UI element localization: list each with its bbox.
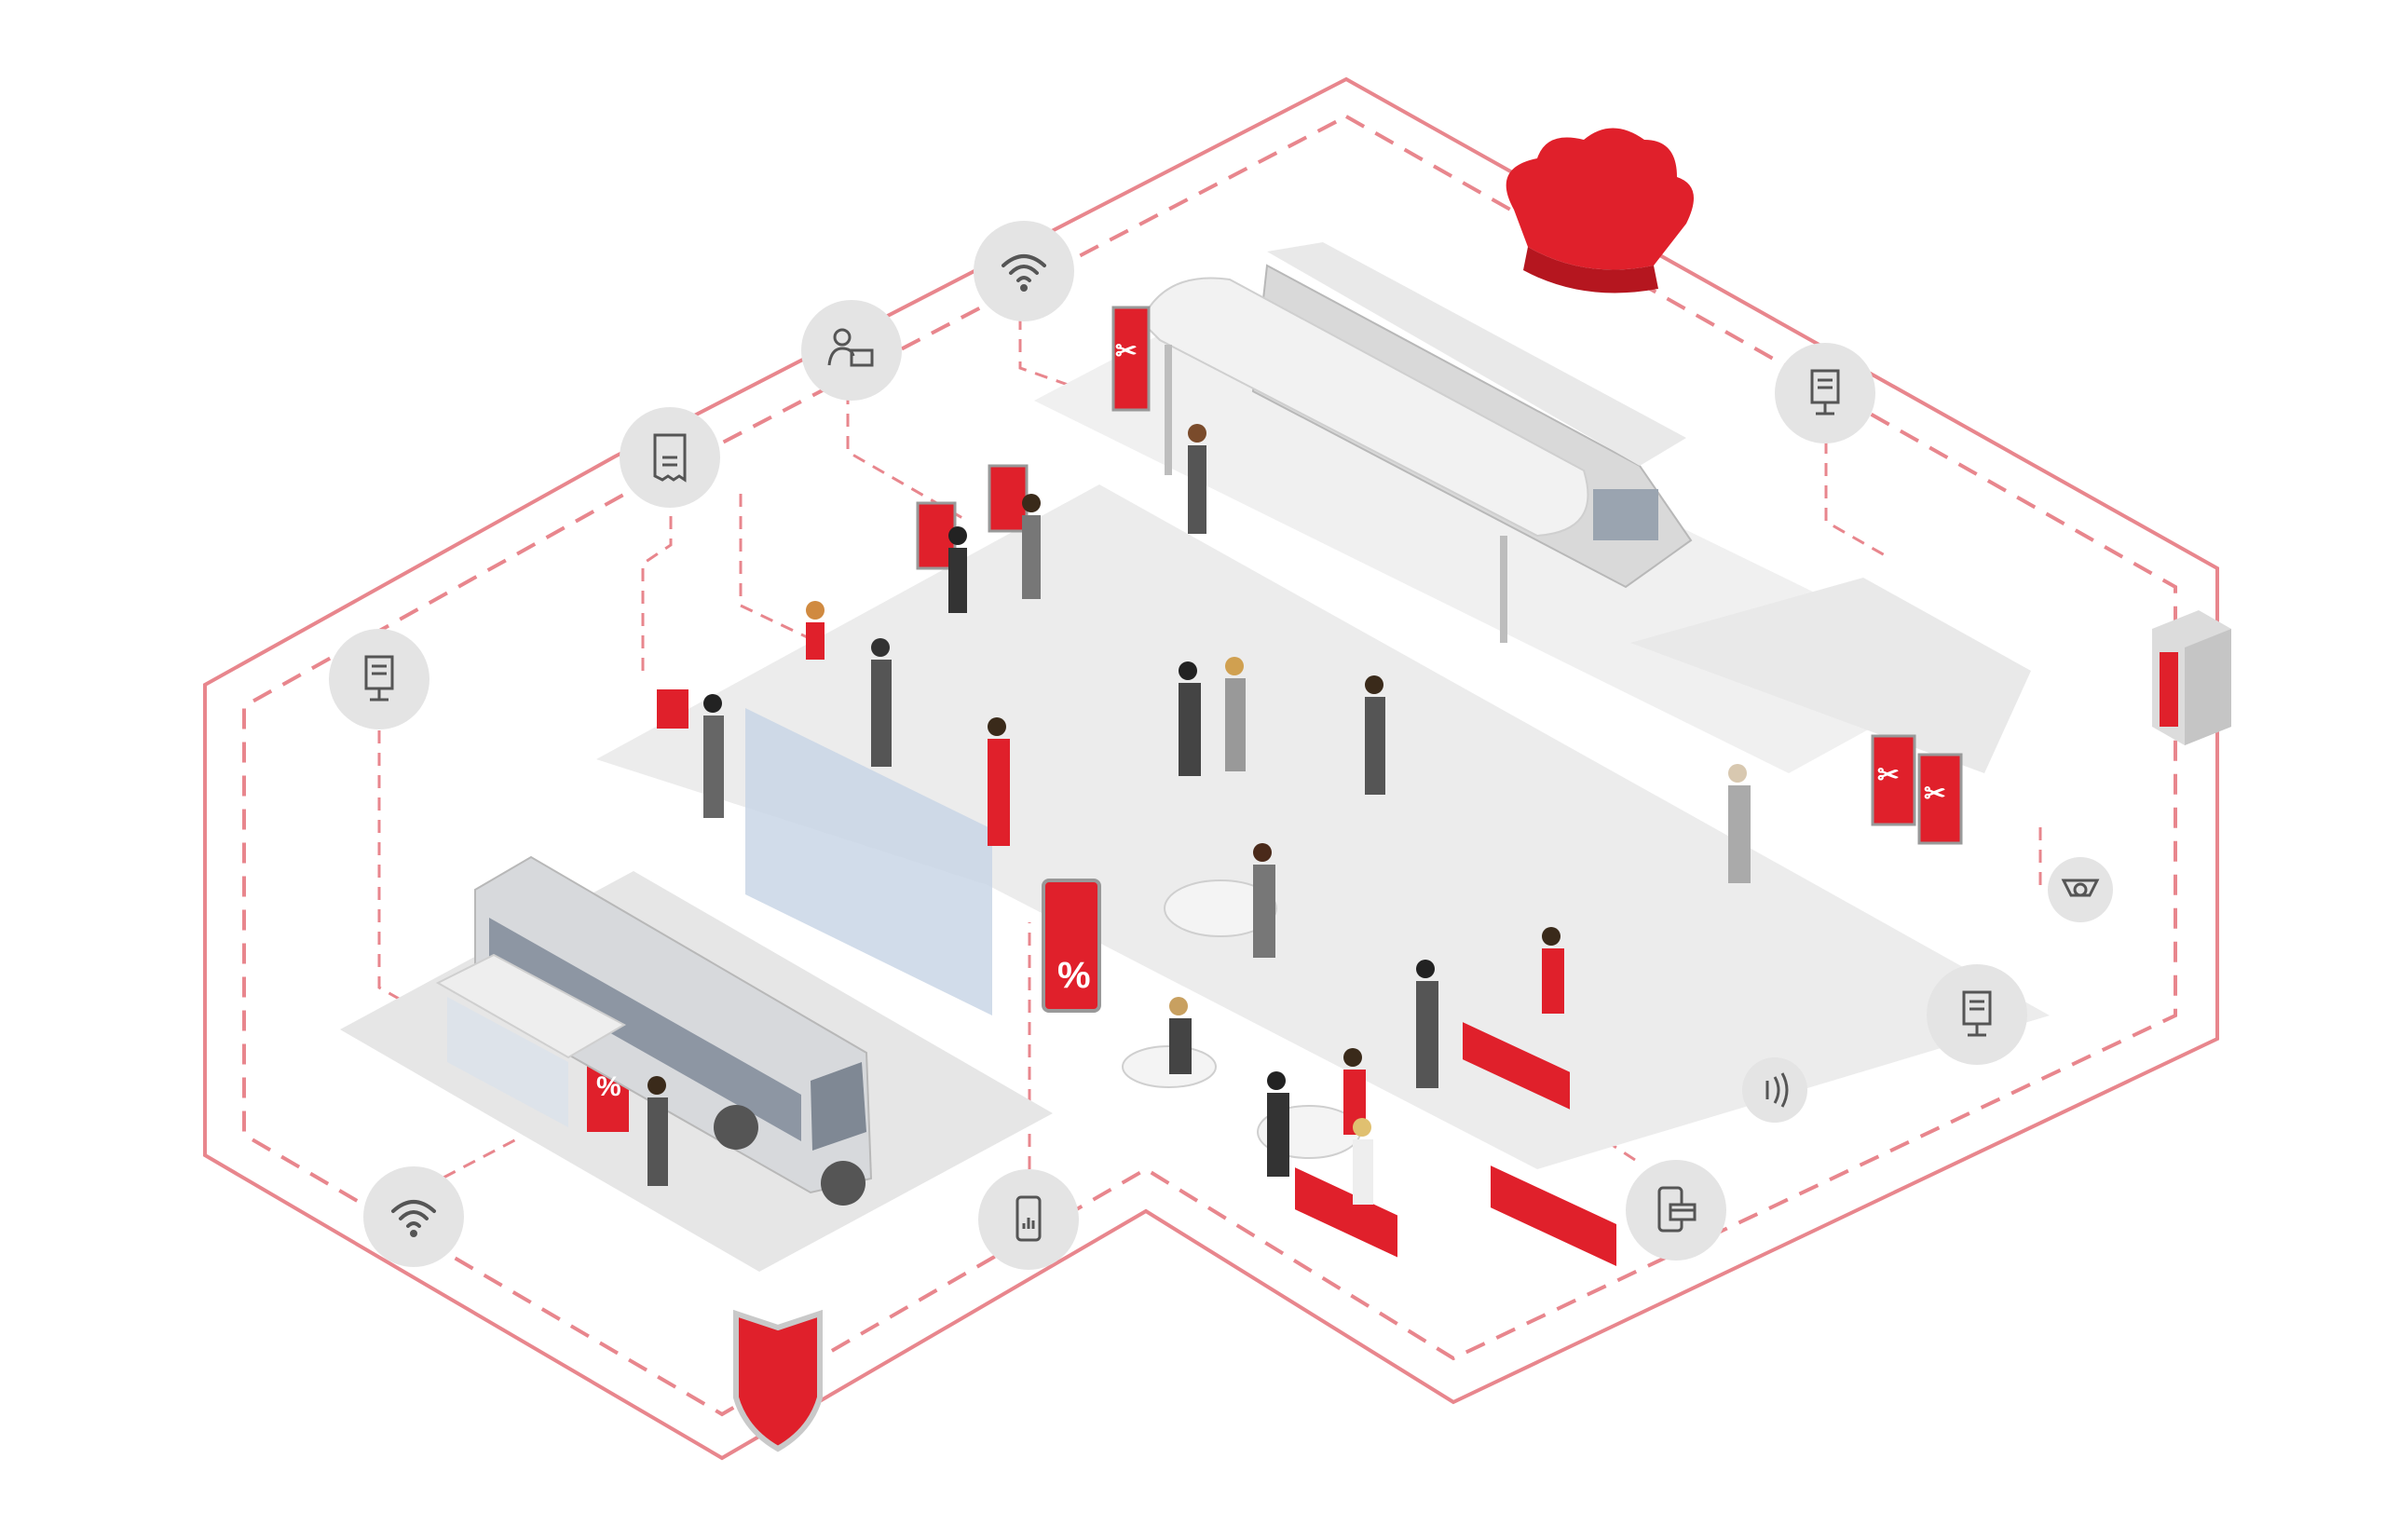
bus-wheel [714,1105,758,1150]
outer-solid-line [203,76,2219,1461]
digital-signage [587,306,1963,1267]
security-camera-icon [2061,879,2100,897]
coupon-glyph: ✂ [1115,336,1138,365]
sign-board-right [1871,734,1916,826]
mobile-analytics-node [978,1169,1079,1270]
security-camera-node [2048,857,2113,922]
contactless-icon [1765,1072,1789,1108]
person [1169,997,1192,1074]
shield-icon [733,1309,823,1452]
connector [1018,317,1193,430]
menu-board [1491,1165,1616,1267]
server-icon [2152,610,2231,745]
person [871,638,892,767]
kiosk-icon [1810,369,1840,416]
wifi-node-bottom [363,1166,464,1267]
bus-shelter-roof [435,953,627,1059]
person [1179,661,1201,776]
wifi-icon [391,1200,436,1237]
kiosk-icon [364,655,394,702]
person [1225,657,1246,771]
sign-board-center [1042,879,1101,1013]
person [806,601,825,660]
bus-wheel [821,1161,865,1206]
person [1188,424,1206,534]
inner-dashed-line [242,114,2177,1417]
kiosk-node-left [329,629,429,729]
cafe-table [1164,879,1277,937]
person [1542,927,1564,1014]
sign-board-platform [1111,306,1151,412]
main-concourse-floor [596,484,2050,1169]
canopy-pillar [1165,345,1172,475]
menu-board [1295,1167,1397,1258]
right-platform [1630,578,2031,773]
person [988,717,1010,846]
coupon-glyph: ✂ [1877,760,1900,789]
person [1267,1071,1289,1177]
cashier-node [801,300,902,401]
canopy-roof [1139,277,1589,538]
person [948,526,967,613]
connector [377,708,429,1017]
cloud-icon [1506,128,1694,293]
mobile-payment-icon [1657,1186,1697,1233]
connector [423,1135,523,1190]
person [1365,675,1385,795]
sign-board-right [1917,753,1963,845]
person [1353,1118,1373,1205]
person [1253,843,1275,958]
person [647,1076,668,1186]
coupon-glyph: ✂ [1924,779,1946,808]
kiosk-icon [1962,990,1992,1037]
person [1022,494,1041,599]
bus-front-window [811,1062,866,1151]
shelter-glass [745,708,992,1015]
people [647,424,1751,1205]
mobile-payment-node [1626,1160,1726,1261]
discount-glyph: % [596,1071,621,1102]
contactless-node [1742,1057,1807,1123]
person [703,694,724,818]
discount-glyph: % [1057,955,1091,996]
train-window [1593,489,1658,540]
person [1416,960,1438,1088]
bus [474,855,873,1206]
wifi-icon [1002,254,1046,292]
wifi-node [974,221,1074,321]
person [1343,1048,1366,1135]
person [1728,764,1751,883]
kiosk-screen [657,689,688,729]
connector [641,494,673,680]
bus-shelter [435,953,627,1127]
cashier-icon [827,328,874,367]
bus-shelter-glass [447,997,568,1127]
menu-board [1463,1022,1570,1110]
train-roof [1267,242,1686,466]
train-canopy [1139,277,1589,643]
kiosk-screen [988,464,1029,533]
kiosk-node-top-right [1775,343,1875,443]
canopy-pillar [1500,536,1507,643]
kiosk-node-right [1927,964,2027,1065]
receipt-node [620,407,720,508]
mobile-analytics-icon [1015,1195,1042,1242]
bus-windows [489,918,801,1141]
receipt-discount-icon [653,433,687,483]
